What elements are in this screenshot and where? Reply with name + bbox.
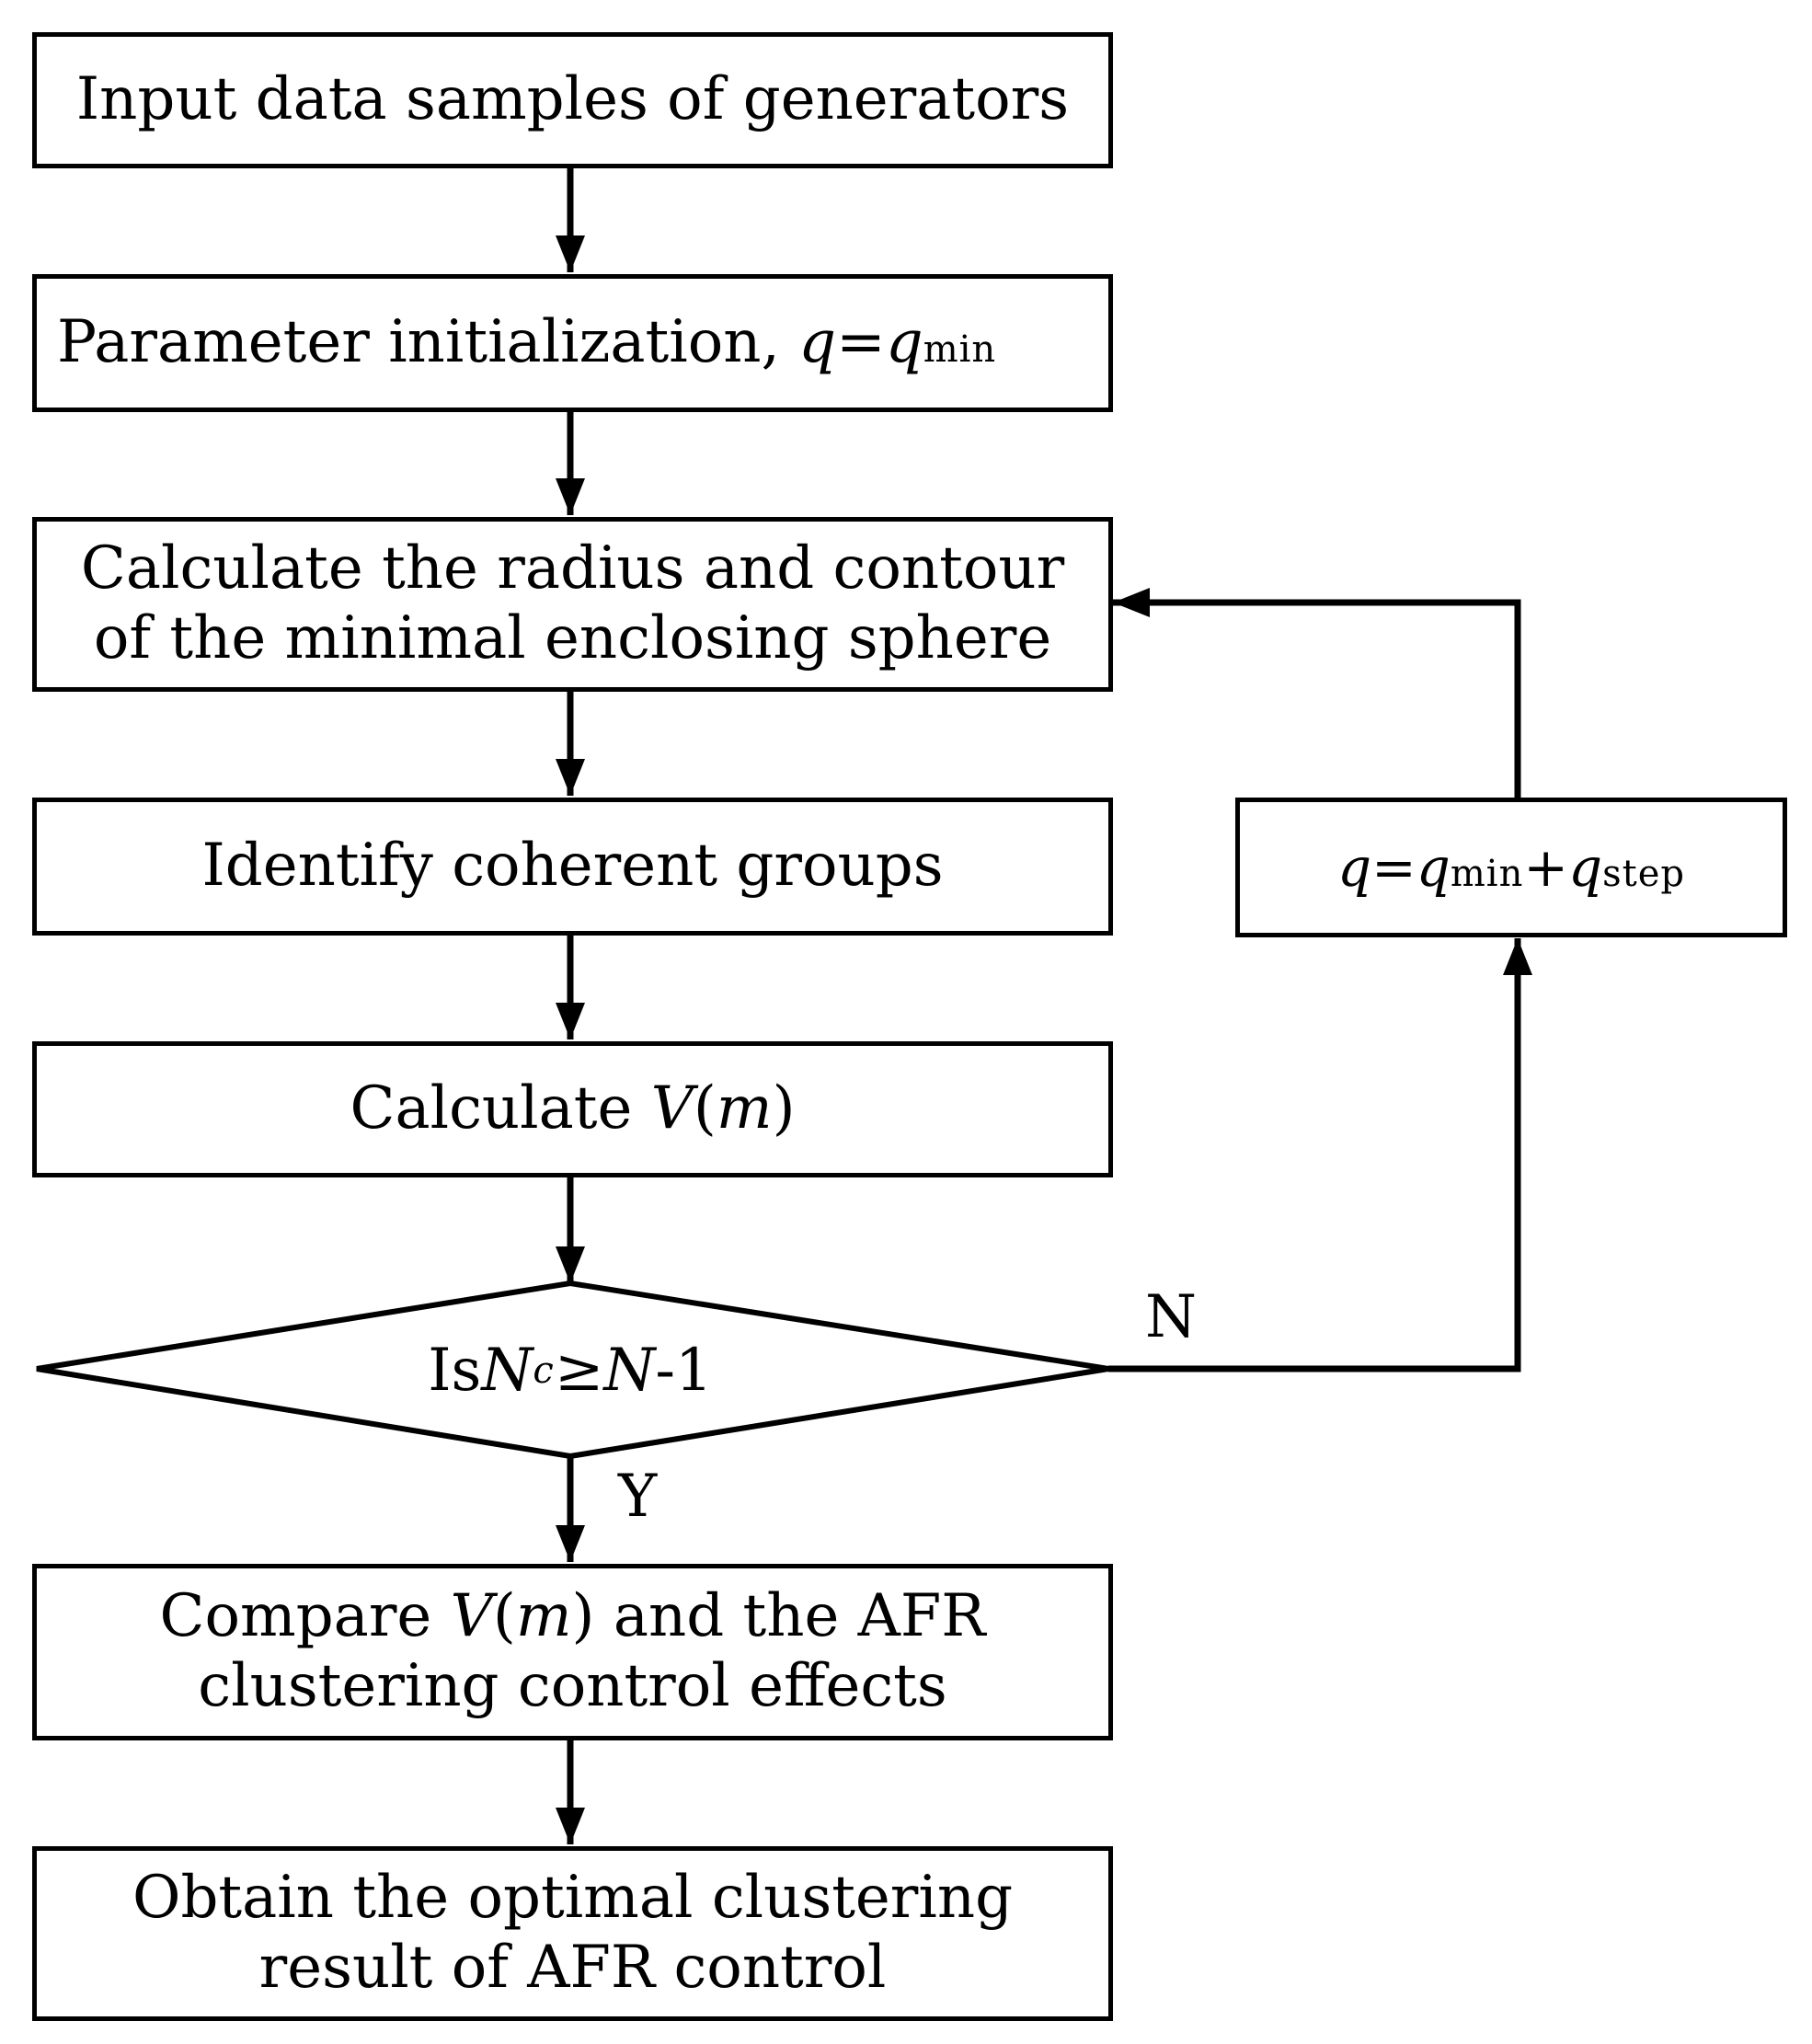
arrowhead-compare-to-obtain: [556, 1808, 585, 1844]
init-q2: q: [885, 308, 923, 377]
calc-v-symbol: V: [650, 1074, 694, 1143]
decision-geq: ≥: [554, 1337, 604, 1405]
update-sub-min: min: [1450, 852, 1524, 895]
arrowhead-init-to-calc-radius: [556, 478, 585, 515]
identify-groups-text: Identify coherent groups: [201, 832, 944, 901]
parameter-initialization-box: Parameter initialization, q=qmin: [32, 274, 1113, 412]
compare-v: V: [450, 1582, 493, 1651]
obtain-result-box: Obtain the optimal clustering result of …: [32, 1846, 1113, 2021]
calc-v-close: ): [772, 1074, 796, 1143]
arrowhead-input-to-init: [556, 235, 585, 272]
decision-suffix: -1: [655, 1337, 713, 1405]
compare-box: Compare V(m) and the AFR clustering cont…: [32, 1564, 1113, 1740]
calculate-radius-box: Calculate the radius and contour of the …: [32, 517, 1113, 692]
arrow-update-to-calc-radius: [1113, 599, 1521, 798]
calculate-radius-line1: Calculate the radius and contour: [80, 534, 1065, 603]
compare-suffix: ) and the AFR: [571, 1582, 986, 1651]
compare-prefix: Compare: [159, 1582, 451, 1651]
arrowhead-identify-to-calc-v: [556, 1003, 585, 1039]
decision-c: c: [533, 1349, 555, 1392]
decision-prefix: Is: [428, 1337, 482, 1405]
calc-v-open: (: [693, 1074, 717, 1143]
obtain-line2: result of AFR control: [258, 1934, 887, 2002]
calc-v-prefix: Calculate: [350, 1074, 651, 1143]
compare-line2: clustering control effects: [198, 1652, 947, 1720]
calculate-radius-line2: of the minimal enclosing sphere: [93, 604, 1052, 672]
init-label: Parameter initialization,: [57, 308, 799, 377]
obtain-line1: Obtain the optimal clustering: [132, 1864, 1014, 1933]
q-update-box: q=qmin+qstep: [1235, 798, 1787, 937]
compare-open: (: [492, 1582, 516, 1651]
arrow-decision-no-to-update: [1108, 938, 1521, 1372]
calculate-v-box: Calculate V(m): [32, 1041, 1113, 1177]
compare-line1: Compare V(m) and the AFR: [160, 1582, 986, 1652]
update-q2: q: [1416, 835, 1451, 899]
input-data-box: Input data samples of generators: [32, 32, 1113, 168]
parameter-initialization-text: Parameter initialization, q=qmin: [57, 308, 996, 378]
update-plus: +: [1523, 835, 1568, 899]
identify-groups-box: Identify coherent groups: [32, 798, 1113, 936]
arrowhead-decision-no-to-update: [1503, 938, 1532, 975]
arrowhead-update-to-calc-radius: [1113, 588, 1150, 617]
update-q: q: [1336, 835, 1372, 899]
decision-diamond: [36, 1280, 1109, 1460]
init-q: q: [798, 308, 837, 377]
edge-label-yes: Y: [618, 1463, 658, 1531]
compare-m: m: [515, 1582, 572, 1651]
calc-v-m: m: [716, 1074, 773, 1143]
input-data-text: Input data samples of generators: [75, 65, 1070, 134]
update-eq: =: [1371, 835, 1416, 899]
arrowhead-calc-radius-to-identify: [556, 759, 585, 796]
calculate-v-text: Calculate V(m): [350, 1074, 795, 1144]
edge-label-no: N: [1145, 1283, 1197, 1351]
arrowhead-decision-to-compare: [556, 1525, 585, 1562]
init-sub-min: min: [923, 328, 997, 372]
arrowhead-calc-v-to-decision: [556, 1246, 585, 1283]
init-eq: =: [836, 308, 886, 377]
update-sub-step: step: [1602, 852, 1685, 895]
q-update-text: q=qmin+qstep: [1337, 836, 1685, 899]
decision-n: N: [481, 1337, 533, 1405]
decision-n2: N: [603, 1337, 656, 1405]
update-q3: q: [1567, 835, 1603, 899]
